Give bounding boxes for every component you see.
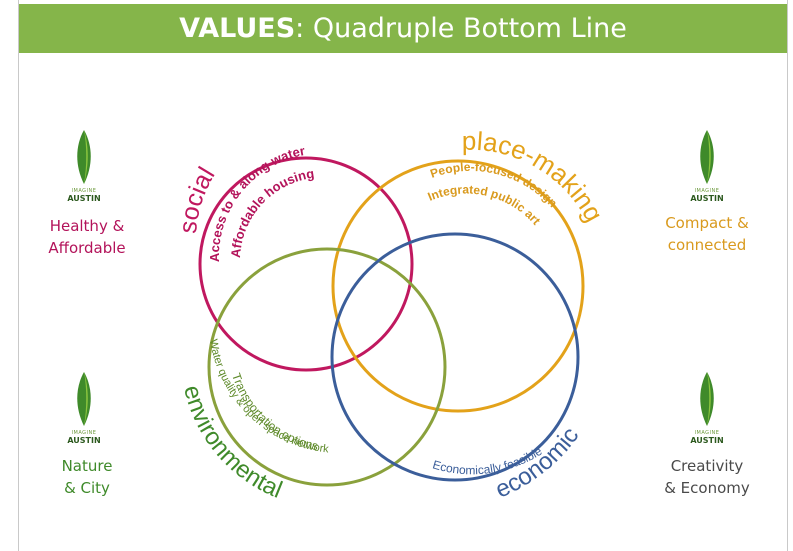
caption-line: Affordable: [48, 239, 126, 257]
environmental-circle: [207, 247, 447, 487]
caption-compact-connected: Compact & connected: [652, 212, 762, 256]
slide-frame: [18, 0, 788, 551]
logo-imagine-text: IMAGINE: [694, 188, 720, 194]
economic-circle: [330, 232, 580, 482]
title-text: VALUES: Quadruple Bottom Line: [179, 13, 627, 44]
social-circle: [198, 156, 414, 372]
title-banner: VALUES: Quadruple Bottom Line: [19, 4, 787, 53]
title-bold: VALUES: [179, 13, 296, 44]
caption-line: & Economy: [664, 479, 750, 497]
caption-line: Creativity: [670, 457, 744, 475]
caption-healthy-affordable: Healthy & Affordable: [32, 215, 142, 259]
leaf-icon: [77, 130, 91, 184]
imagine-austin-logo-top-left: IMAGINE AUSTIN: [54, 128, 114, 203]
caption-creativity-economy: Creativity & Economy: [652, 455, 762, 499]
logo-austin-text: AUSTIN: [690, 436, 724, 445]
imagine-austin-logo-bottom-right: IMAGINE AUSTIN: [677, 370, 737, 445]
logo-austin-text: AUSTIN: [690, 194, 724, 203]
leaf-icon: [700, 372, 714, 426]
placemaking-circle: [331, 159, 585, 413]
leaf-icon: [77, 372, 91, 426]
caption-line: connected: [667, 236, 747, 254]
caption-line: Nature: [61, 457, 113, 475]
logo-imagine-text: IMAGINE: [694, 430, 720, 436]
caption-nature-city: Nature & City: [32, 455, 142, 499]
leaf-icon: [700, 130, 714, 184]
logo-imagine-text: IMAGINE: [71, 430, 97, 436]
caption-line: Compact &: [665, 214, 749, 232]
caption-line: Healthy &: [49, 217, 125, 235]
logo-austin-text: AUSTIN: [67, 436, 101, 445]
logo-imagine-text: IMAGINE: [71, 188, 97, 194]
imagine-austin-logo-bottom-left: IMAGINE AUSTIN: [54, 370, 114, 445]
logo-austin-text: AUSTIN: [67, 194, 101, 203]
imagine-austin-logo-top-right: IMAGINE AUSTIN: [677, 128, 737, 203]
caption-line: & City: [64, 479, 110, 497]
title-rest: : Quadruple Bottom Line: [295, 13, 627, 44]
